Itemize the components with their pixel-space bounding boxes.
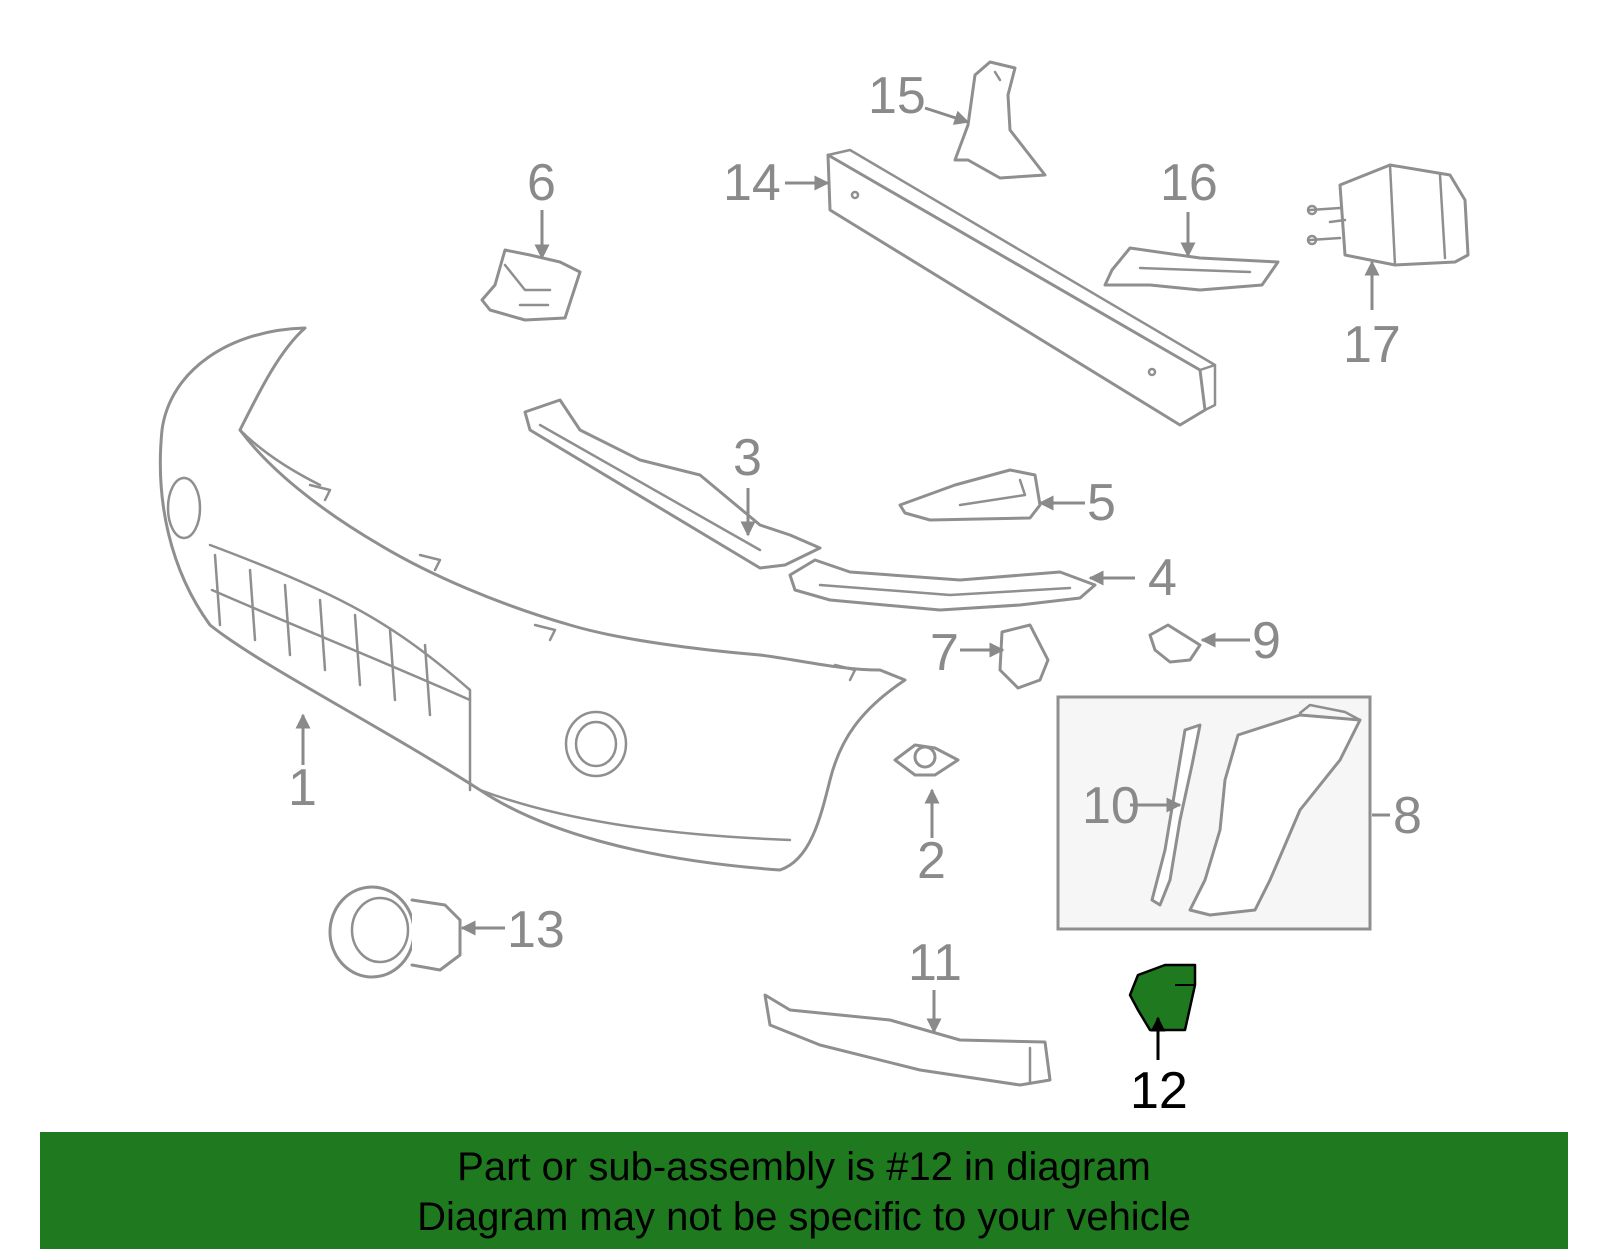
clip-9-part bbox=[1148, 623, 1202, 664]
callout-2: 2 bbox=[917, 832, 946, 890]
callout-3: 3 bbox=[733, 429, 762, 487]
callout-10: 10 bbox=[1082, 777, 1140, 835]
callout-6: 6 bbox=[527, 154, 556, 212]
parts-diagram: 1 2 3 4 5 6 7 8 9 10 11 12 13 14 15 16 1… bbox=[158, 60, 1470, 1120]
callout-4: 4 bbox=[1148, 549, 1177, 607]
banner-line-2: Diagram may not be specific to your vehi… bbox=[417, 1195, 1191, 1239]
callout-17: 17 bbox=[1343, 316, 1401, 374]
bracket-16-part bbox=[1103, 246, 1280, 292]
bracket-12-highlighted-part bbox=[1128, 963, 1197, 1032]
callout-5: 5 bbox=[1087, 474, 1116, 532]
assembly-8-box bbox=[1056, 695, 1372, 931]
callout-8: 8 bbox=[1393, 787, 1422, 845]
bracket-7-part bbox=[998, 623, 1050, 690]
bumper-cover-part bbox=[158, 326, 907, 872]
lower-strip-part bbox=[763, 993, 1052, 1087]
bumper-reinforcement-part bbox=[826, 148, 1217, 427]
part-info-banner: Part or sub-assembly is #12 in diagram D… bbox=[40, 1132, 1568, 1249]
callout-16: 16 bbox=[1160, 154, 1218, 212]
callout-7: 7 bbox=[930, 624, 959, 682]
callout-12: 12 bbox=[1130, 1062, 1188, 1120]
clip-part bbox=[893, 743, 960, 777]
fog-lamp-housing-part bbox=[328, 885, 462, 979]
leader-lines bbox=[295, 106, 1390, 1060]
bracket-6-part bbox=[480, 248, 582, 322]
banner-line-1: Part or sub-assembly is #12 in diagram bbox=[457, 1145, 1151, 1189]
absorber-17-part bbox=[1306, 163, 1470, 267]
callout-9: 9 bbox=[1252, 612, 1281, 670]
upper-retainer-part bbox=[523, 398, 822, 570]
callout-labels: 1 2 3 4 5 6 7 8 9 10 11 12 13 14 15 16 1… bbox=[288, 67, 1422, 1120]
callout-13: 13 bbox=[507, 901, 565, 959]
lower-retainer-part bbox=[788, 558, 1097, 612]
bracket-15-part bbox=[953, 60, 1047, 180]
callout-15: 15 bbox=[868, 67, 926, 125]
side-bracket-part bbox=[898, 468, 1042, 522]
callout-1: 1 bbox=[288, 759, 317, 817]
callout-11: 11 bbox=[908, 934, 962, 992]
callout-14: 14 bbox=[723, 154, 781, 212]
